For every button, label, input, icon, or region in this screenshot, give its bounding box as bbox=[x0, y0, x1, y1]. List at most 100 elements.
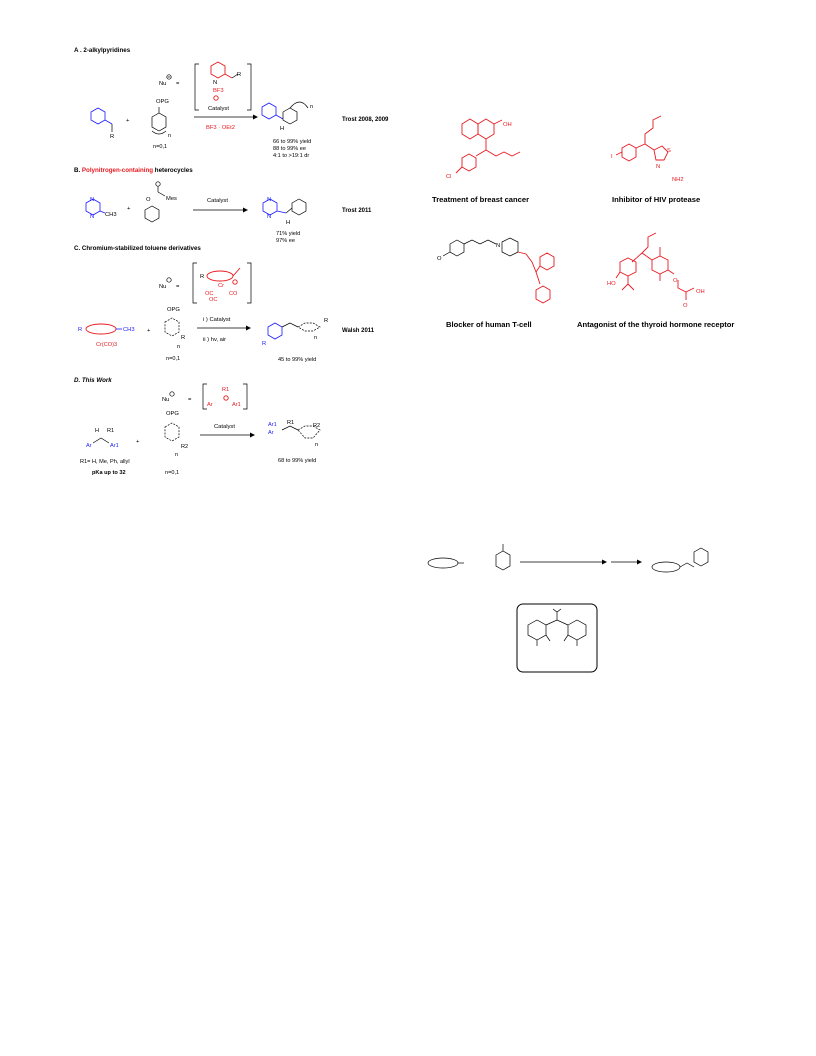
molecule-hiv-inhibitor: I S N NH2 bbox=[611, 115, 684, 183]
bf3-label: BF3 bbox=[213, 88, 224, 94]
oc-label: OC bbox=[209, 297, 217, 303]
arrow-head bbox=[243, 207, 248, 213]
plus-sign: + bbox=[127, 206, 131, 212]
n-range: n=0,1 bbox=[153, 144, 167, 150]
anion-charge-icon bbox=[169, 391, 175, 397]
ring-bond bbox=[285, 207, 293, 214]
aryl-ring bbox=[567, 619, 587, 641]
phenyl-bond bbox=[535, 265, 541, 273]
r2-label: R2 bbox=[181, 444, 188, 450]
oc-label: OC bbox=[205, 291, 213, 297]
aryl-ring bbox=[651, 255, 669, 275]
equals-sign: = bbox=[188, 397, 192, 403]
cr-label: Cr bbox=[218, 283, 224, 289]
ring bbox=[144, 205, 160, 223]
panel-a-pyridine: R bbox=[90, 107, 114, 140]
plus-sign: + bbox=[136, 439, 140, 445]
lower-scheme bbox=[427, 544, 709, 573]
acetic-chain bbox=[677, 280, 695, 293]
pyridine-ring bbox=[261, 102, 277, 120]
panel-a: A . 2-alkylpyridines Nu = R N BF3 R + OP… bbox=[74, 47, 389, 159]
ar-label: Ar bbox=[207, 402, 213, 408]
result-dr: 4:1 to >19:1 dr bbox=[273, 153, 309, 159]
panel-d-diarylmethane: H R1 Ar Ar1 bbox=[86, 428, 119, 449]
mes-bond bbox=[157, 191, 166, 197]
reagent-label: BF3 · OEt2 bbox=[206, 125, 235, 131]
ar-label: Ar bbox=[268, 430, 274, 436]
arene-ring bbox=[427, 557, 459, 569]
phenyl-bond bbox=[535, 271, 541, 285]
n-index: n bbox=[310, 104, 313, 110]
opg-label: OPG bbox=[167, 307, 180, 313]
panel-b-product: N N H bbox=[262, 197, 307, 226]
plus-sign: + bbox=[147, 328, 151, 334]
iodophenyl-ring bbox=[621, 143, 637, 162]
substituent-bonds bbox=[536, 634, 578, 646]
nu-label: Nu bbox=[159, 81, 166, 87]
phenol-ring bbox=[619, 257, 637, 277]
allyl-chain bbox=[641, 232, 657, 254]
panel-c-arene-complex: R CH3 Cr(CO)3 bbox=[78, 323, 135, 348]
methylene-bond bbox=[104, 119, 113, 125]
r-label: R bbox=[237, 72, 241, 78]
arene-ring bbox=[651, 561, 681, 573]
equals-sign: = bbox=[176, 81, 180, 87]
o-label: O bbox=[437, 256, 442, 262]
panel-d-product: Ar1 Ar R1 R2 n bbox=[268, 420, 321, 448]
n-label: N bbox=[213, 80, 217, 86]
gem-dimethyl bbox=[552, 608, 562, 620]
panel-a-cycloalkene: OPG n n=0,1 bbox=[151, 99, 171, 150]
ring bbox=[164, 317, 180, 337]
panel-a-title: A . 2-alkylpyridines bbox=[74, 47, 131, 54]
ho-label: HO bbox=[607, 281, 616, 287]
cl-label: Cl bbox=[446, 174, 451, 180]
aryl-bond bbox=[635, 143, 646, 149]
caption-hiv-inhibitor: Inhibitor of HIV protease bbox=[612, 195, 700, 204]
result-yield: 68 to 99% yield bbox=[278, 458, 316, 464]
oh-label: OH bbox=[696, 289, 705, 295]
result-yield: 45 to 99% yield bbox=[278, 357, 316, 363]
r-label: R bbox=[200, 274, 204, 280]
cr-co3-label: Cr(CO)3 bbox=[96, 342, 117, 348]
benzene-ring bbox=[267, 322, 283, 340]
anion-charge-icon bbox=[166, 74, 172, 80]
r1-label: R1 bbox=[107, 428, 114, 434]
allyl-chain bbox=[485, 149, 521, 157]
linker-bond bbox=[281, 322, 299, 328]
linker-bond bbox=[276, 210, 287, 214]
nu-label: Nu bbox=[162, 397, 169, 403]
caption-t-cell-blocker: Blocker of human T-cell bbox=[446, 320, 532, 329]
o-label: O bbox=[673, 278, 678, 284]
cyclohexene-ring bbox=[495, 550, 511, 571]
ar-label: Ar bbox=[86, 443, 92, 449]
propyl-chain bbox=[463, 239, 497, 245]
ar1-label: Ar1 bbox=[268, 422, 277, 428]
caption-thyroid-antagonist: Antagonist of the thyroid hormone recept… bbox=[577, 320, 734, 329]
exo-bond bbox=[232, 267, 241, 277]
n-label: N bbox=[90, 197, 94, 203]
anion-charge-icon bbox=[232, 279, 238, 285]
panel-d-title: D. This Work bbox=[74, 377, 112, 384]
oh-label: OH bbox=[503, 122, 512, 128]
step2-label: ii ) hv, air bbox=[203, 337, 226, 343]
panel-c-cycloalkene: OPG R n n=0,1 bbox=[164, 307, 185, 362]
methyl-bond bbox=[99, 210, 106, 214]
nu-label: Nu bbox=[159, 284, 166, 290]
anion-charge-icon bbox=[213, 95, 219, 101]
panel-d: D. This Work Nu = R1 Ar Ar1 H R1 Ar Ar1 … bbox=[74, 377, 321, 476]
thiazole-ring bbox=[653, 145, 669, 161]
n-index: n bbox=[314, 335, 317, 341]
ar1-label: Ar1 bbox=[232, 402, 241, 408]
r-label: R bbox=[324, 318, 328, 324]
panel-c-nucleophile: Nu = R Cr OC CO OC bbox=[159, 262, 252, 304]
ring bbox=[297, 425, 321, 439]
naphthalene-ring bbox=[461, 118, 479, 140]
panel-a-nucleophile: Nu = R N BF3 bbox=[159, 61, 252, 111]
methoxy-bond bbox=[442, 251, 451, 257]
aryl-bond bbox=[475, 149, 487, 157]
aryl-bond bbox=[641, 252, 653, 261]
linker-bond bbox=[679, 562, 695, 568]
molecule-t-cell-blocker: O N bbox=[437, 237, 555, 304]
carbonyl-o-icon bbox=[155, 181, 161, 187]
mes-label: Mes bbox=[166, 196, 177, 202]
